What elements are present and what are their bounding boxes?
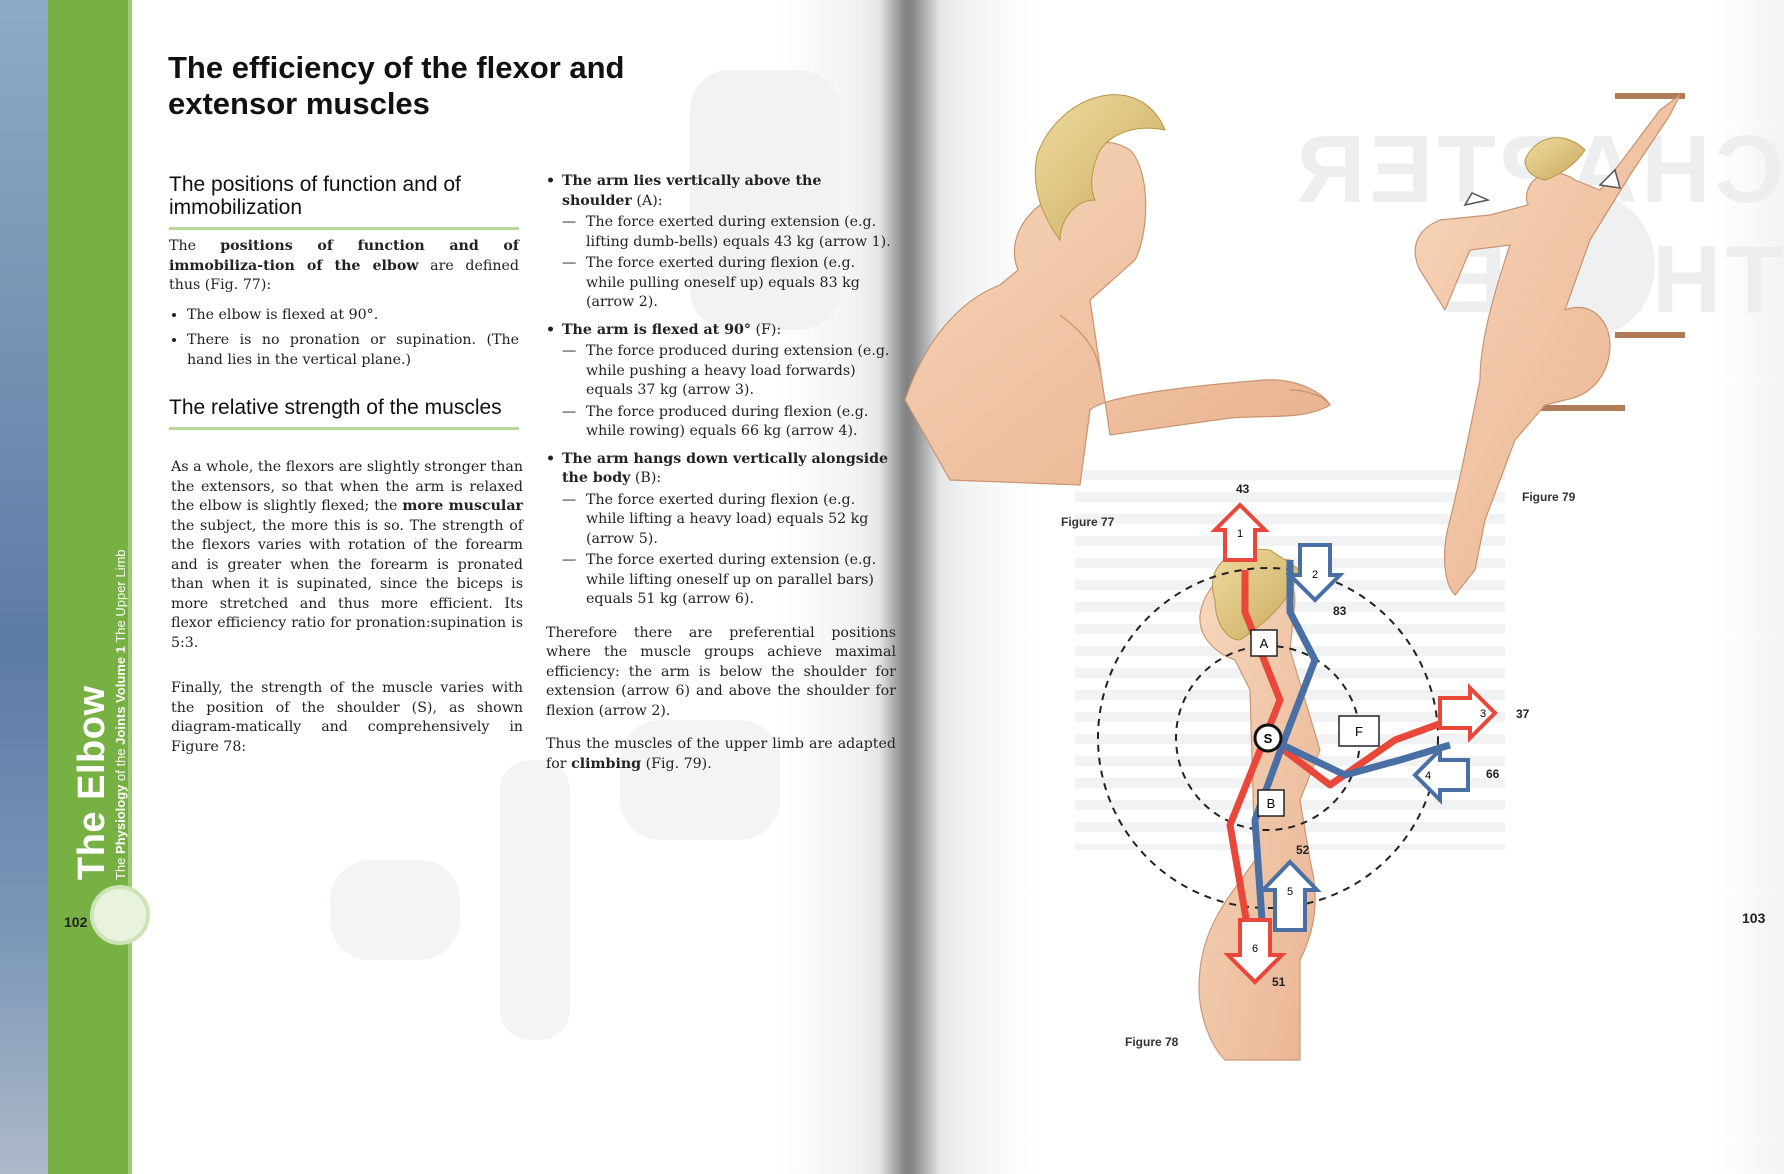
show-through-shapes xyxy=(500,760,570,1040)
extension-path-forearm xyxy=(1265,716,1452,789)
climbing-rail-bottom xyxy=(1535,405,1625,411)
figure-77-contour xyxy=(1059,314,1101,371)
arrow-label: 2 xyxy=(1312,569,1318,581)
figure-77-body xyxy=(904,141,1331,486)
page-title: The efficiency of the flexor and extenso… xyxy=(168,50,625,121)
list-item: The elbow is flexed at 90°. xyxy=(187,306,519,326)
section-heading-function: The positions of function and of immobil… xyxy=(169,173,519,230)
force-value: 51 xyxy=(1272,975,1286,989)
list-item: The force exerted during flexion (e.g. w… xyxy=(546,491,896,550)
force-value: 83 xyxy=(1333,604,1347,618)
section-heading-strength: The relative strength of the muscles xyxy=(169,396,519,430)
figure-77-illustration xyxy=(904,94,1331,486)
list-item: There is no pronation or supination. (Th… xyxy=(187,331,519,370)
position-label: B xyxy=(1267,796,1276,811)
arrow-5 xyxy=(1258,859,1322,932)
book-gutter xyxy=(880,0,940,1174)
outer-range-circle xyxy=(1097,567,1439,909)
figure-79-hair xyxy=(1524,137,1586,181)
extension-path xyxy=(1226,570,1284,931)
page-number-badge xyxy=(90,885,150,945)
list-item: The arm is flexed at 90° (F): xyxy=(546,321,896,341)
figure-77-hair xyxy=(1034,94,1166,242)
list-item: The force exerted during extension (e.g.… xyxy=(546,213,896,252)
list-item: The force exerted during flexion (e.g. w… xyxy=(546,254,896,313)
figure-79-caption: Figure 79 xyxy=(1522,490,1576,504)
arrow-3 xyxy=(1438,683,1498,743)
figure-77-hand xyxy=(1289,389,1331,406)
position-label: S xyxy=(1264,731,1273,746)
arrow-6 xyxy=(1223,918,1287,985)
show-through-shapes xyxy=(620,720,780,840)
show-through-shapes xyxy=(330,860,460,960)
figure-79-illustration xyxy=(1414,93,1685,596)
climbing-rail-top xyxy=(1615,93,1685,99)
page-edge-band xyxy=(0,0,50,1174)
arrow-4 xyxy=(1412,745,1470,805)
chapter-sidebar xyxy=(48,0,132,1174)
arrow-1 xyxy=(1210,502,1270,562)
climbing-rail-middle xyxy=(1615,332,1685,338)
arrow-label: 1 xyxy=(1237,528,1243,540)
arrow-label: 4 xyxy=(1425,770,1431,782)
figure-79-arrow-right xyxy=(1598,168,1622,189)
force-list-column: The arm lies vertically above the should… xyxy=(546,168,896,774)
figure-78-caption: Figure 78 xyxy=(1125,1035,1179,1049)
climbing-paragraph: Thus the muscles of the upper limb are a… xyxy=(546,736,896,772)
left-page: The Elbow The Physiology of the Joints V… xyxy=(0,0,905,1174)
figure-79-body xyxy=(1414,94,1681,596)
arrow-2 xyxy=(1285,543,1345,603)
position-box-a xyxy=(1250,629,1278,657)
page-number: 103 xyxy=(1742,910,1766,926)
list-item: The force exerted during extension (e.g.… xyxy=(546,551,896,610)
shoulder-point xyxy=(1253,723,1283,753)
figure-79-arrow-left xyxy=(1463,192,1491,207)
list-item: The force produced during flexion (e.g. … xyxy=(546,403,896,442)
figure-77-caption: Figure 77 xyxy=(1061,515,1115,529)
force-value: 37 xyxy=(1516,707,1530,721)
position-label: A xyxy=(1260,636,1269,651)
flexion-path-forearm xyxy=(1266,734,1452,779)
list-item: The arm lies vertically above the should… xyxy=(546,172,896,211)
force-value: 66 xyxy=(1486,767,1500,781)
position-box-f xyxy=(1338,715,1380,747)
page-number: 102 xyxy=(64,914,88,930)
arrow-label: 3 xyxy=(1480,708,1486,720)
force-value: 52 xyxy=(1296,843,1310,857)
list-item: The arm hangs down vertically alongside … xyxy=(546,450,896,489)
section-function-text: The positions of function and of immobil… xyxy=(169,237,519,376)
arrow-label: 5 xyxy=(1287,886,1293,898)
conclusion-paragraph: Therefore there are preferential positio… xyxy=(546,624,896,719)
position-label: F xyxy=(1355,724,1363,739)
position-box-b xyxy=(1257,789,1285,817)
section-strength-text: As a whole, the flexors are slightly str… xyxy=(171,459,523,755)
force-value: 43 xyxy=(1236,482,1250,496)
list-item: The force produced during extension (e.g… xyxy=(546,342,896,401)
function-bullet-list: The elbow is flexed at 90°. There is no … xyxy=(169,306,519,371)
arrow-label: 6 xyxy=(1252,943,1258,955)
figure-78-diagram: 1 2 3 4 5 6 A F B S xyxy=(1097,502,1498,1061)
flexion-path xyxy=(1251,560,1319,921)
